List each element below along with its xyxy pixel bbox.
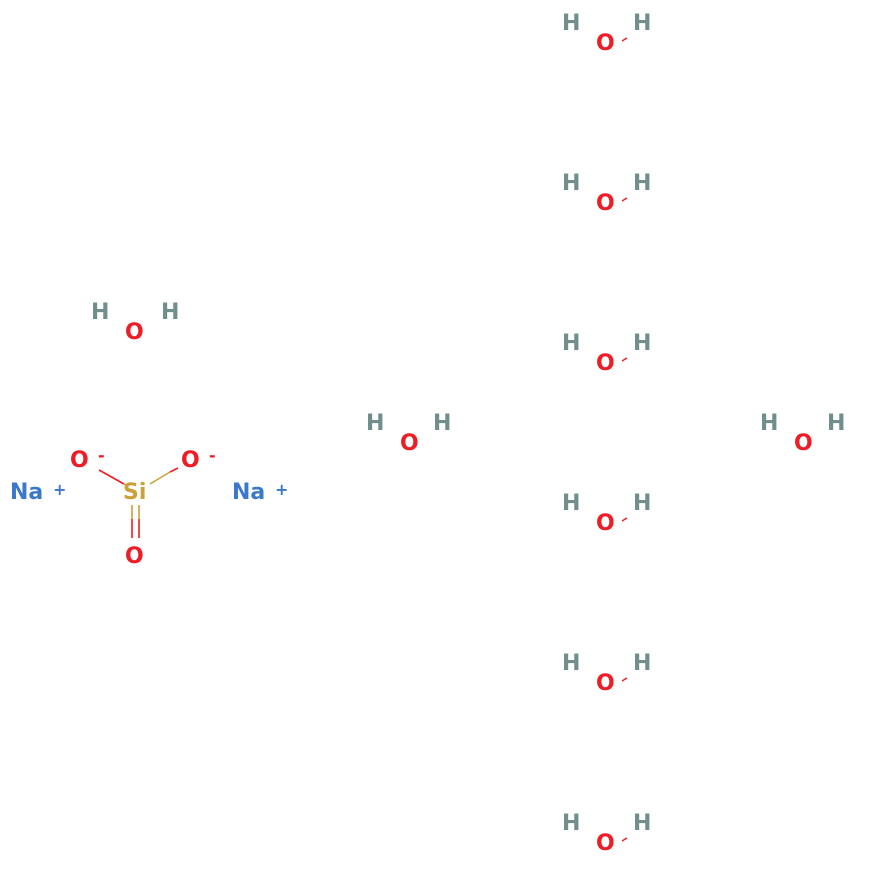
oxygen-atom: O [596,831,615,856]
oxygen-left-charge: - [98,446,105,465]
bond-o-h [621,37,628,42]
oxygen-atom: O [400,431,419,456]
oxygen-bottom-atom: O [125,544,144,569]
oxygen-right-charge: - [209,446,216,465]
oxygen-atom: O [125,320,144,345]
hydrogen-atom: H [633,171,651,196]
bond-o-si-left-si [123,483,129,487]
oxygen-atom: O [596,511,615,536]
bond-o-h [621,357,628,362]
oxygen-atom: O [596,31,615,56]
hydrogen-atom: H [562,331,580,356]
hydrogen-atom: H [433,411,451,436]
sodium-right-charge: + [275,480,288,499]
bond-o-h [621,517,628,522]
sodium-left-charge: + [53,480,66,499]
hydrogen-atom: H [562,651,580,676]
sodium-right-atom: Na [232,480,265,505]
bond-o-h [621,197,628,202]
hydrogen-atom: H [760,411,778,436]
oxygen-atom: O [794,431,813,456]
oxygen-atom: O [596,191,615,216]
oxygen-right-atom: O [181,448,200,473]
water-molecule: H O H [562,171,651,216]
hydrogen-atom: H [827,411,845,436]
water-molecule: H O H [562,331,651,376]
water-molecule: H O H [562,811,651,856]
hydrogen-atom: H [91,300,109,325]
bond-si-o-right-o [169,467,179,473]
hydrogen-atom: H [562,811,580,836]
bond-o-h [621,837,628,842]
bond-o-si-left-o [98,469,125,485]
hydrogen-atom: H [633,811,651,836]
hydrogen-atom: H [366,411,384,436]
hydrogen-atom: H [633,11,651,36]
silicon-atom: Si [123,480,146,505]
silicate-group: Na + O - Si O - O Na + [10,446,288,569]
water-molecule: H O H [366,411,451,456]
hydrogen-atom: H [633,331,651,356]
hydrogen-atom: H [562,11,580,36]
water-molecule: H O H [760,411,845,456]
water-molecule: H O H [562,651,651,696]
hydrogen-atom: H [633,651,651,676]
hydrogen-atom: H [562,171,580,196]
oxygen-left-atom: O [70,448,89,473]
sodium-left-atom: Na [10,480,43,505]
hydrogen-atom: H [161,300,179,325]
oxygen-atom: O [596,671,615,696]
water-molecule: H O H [562,11,651,56]
bond-si-o-right-si [149,471,171,485]
hydrogen-atom: H [562,491,580,516]
water-molecule: H O H [91,300,179,345]
oxygen-atom: O [596,351,615,376]
water-molecule: H O H [562,491,651,536]
hydrogen-atom: H [633,491,651,516]
bond-o-h [621,677,628,682]
